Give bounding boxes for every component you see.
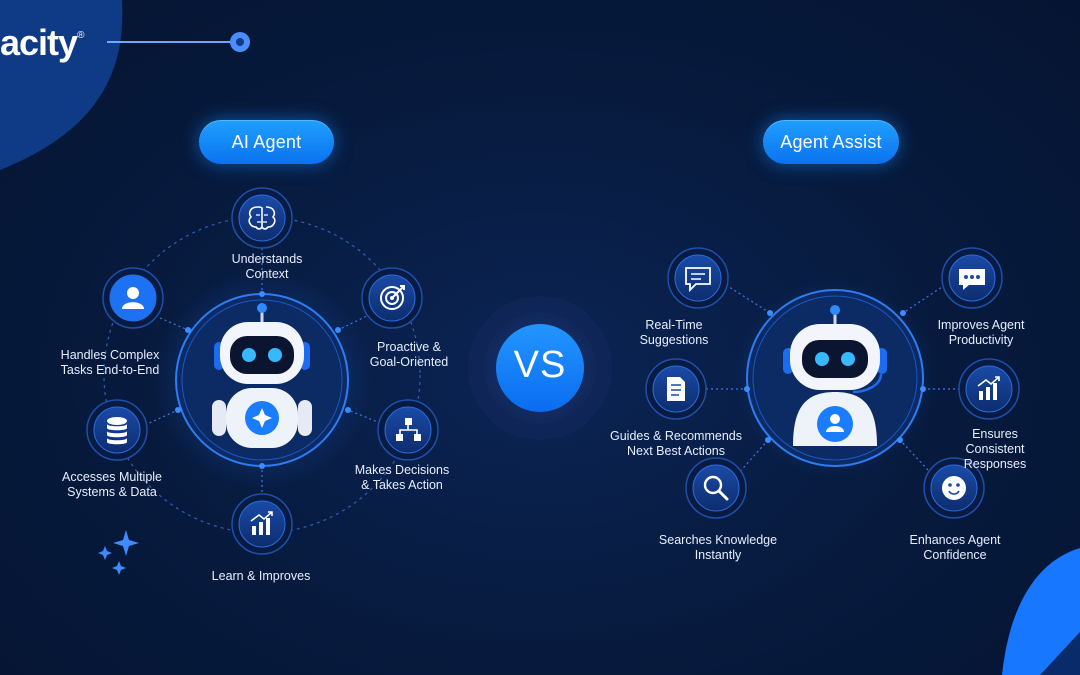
feature-label: Accesses Multiple Systems & Data [61, 470, 163, 499]
brain-icon [231, 187, 293, 249]
search-icon [685, 457, 747, 519]
feature-label: Ensures Consistent Responses [963, 427, 1027, 471]
growth-chart-icon [958, 358, 1020, 420]
message-dots-icon [941, 247, 1003, 309]
feature-label: Understands Context [231, 252, 303, 281]
corner-blob-bottom-right [1002, 548, 1080, 675]
feature-label: Real-Time Suggestions [639, 318, 709, 347]
sparkle-icon [98, 530, 139, 575]
user-icon [102, 267, 164, 329]
target-icon [361, 267, 423, 329]
vs-label: VS [513, 344, 567, 386]
feature-label: Learn & Improves [211, 569, 311, 583]
agent-assist-robot [783, 305, 887, 446]
database-icon [86, 399, 148, 461]
ai-agent-robot [212, 303, 312, 448]
growth-chart-icon [231, 493, 293, 555]
brand-logo: acity® [0, 22, 85, 63]
chat-icon [667, 247, 729, 309]
feature-label: Enhances Agent Confidence [909, 533, 1001, 562]
feature-label: Makes Decisions & Takes Action [354, 463, 450, 492]
feature-label: Guides & Recommends Next Best Actions [609, 429, 743, 458]
feature-label: Proactive & Goal-Oriented [369, 340, 449, 369]
corner-blob-top-left [0, 0, 123, 170]
document-icon [645, 358, 707, 420]
smile-icon [923, 457, 985, 519]
feature-label: Improves Agent Productivity [937, 318, 1025, 347]
workflow-icon [377, 399, 439, 461]
feature-label: Handles Complex Tasks End-to-End [60, 348, 160, 377]
agent-assist-title: Agent Assist [763, 120, 899, 164]
feature-label: Searches Knowledge Instantly [658, 533, 778, 562]
ai-agent-title: AI Agent [199, 120, 334, 164]
